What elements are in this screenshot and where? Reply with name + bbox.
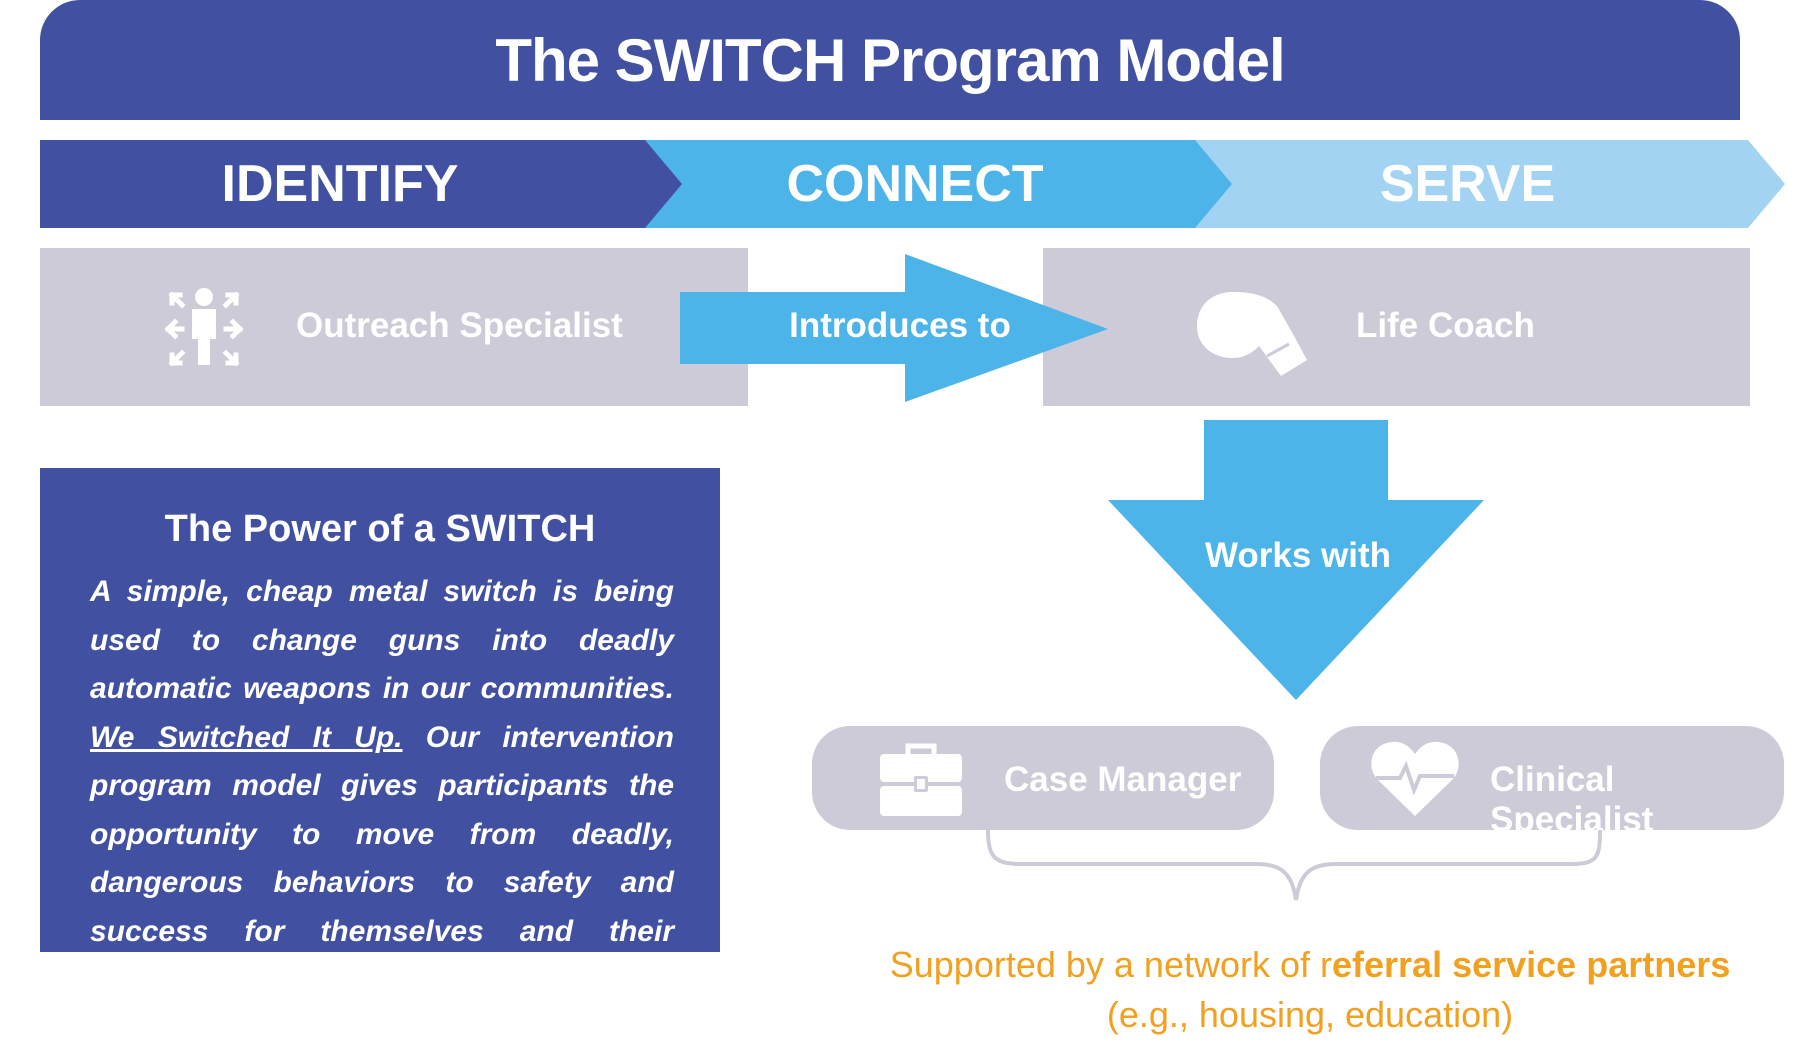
- works-with-label: Works with: [1204, 536, 1392, 575]
- outreach-specialist-box: Outreach Specialist: [40, 248, 748, 406]
- briefcase-icon: [880, 743, 962, 816]
- introduces-arrow: [680, 254, 1108, 402]
- power-text-outro: Our intervention program model gives par…: [90, 720, 675, 997]
- case-manager-box: Case Manager: [812, 726, 1274, 830]
- case-manager-label: Case Manager: [1004, 760, 1242, 799]
- support-text-plain: Supported by a network of r: [889, 944, 1332, 985]
- page-title: The SWITCH Program Model: [40, 0, 1740, 120]
- power-title: The Power of a SWITCH: [164, 508, 596, 550]
- support-line-2: (e.g., housing, education): [1106, 994, 1514, 1035]
- whistle-icon: [1197, 292, 1307, 376]
- support-line-1: Supported by a network of referral servi…: [820, 944, 1800, 986]
- we-switched-it-up-link[interactable]: We Switched It Up.: [90, 720, 403, 754]
- heart-pulse-icon: [1371, 741, 1459, 816]
- life-coach-label: Life Coach: [1356, 306, 1535, 345]
- stage-chevrons: [40, 140, 1785, 228]
- stage-identify-label: IDENTIFY: [221, 155, 459, 213]
- outreach-specialist-label: Outreach Specialist: [296, 306, 623, 345]
- power-of-switch-box: The Power of a SWITCH A simple, cheap me…: [40, 468, 720, 996]
- power-text-intro: A simple, cheap metal switch is being us…: [90, 575, 674, 705]
- clinical-specialist-box: Clinical Specialist: [1320, 726, 1784, 839]
- support-text-bold: eferral service partners: [1332, 944, 1731, 985]
- stage-connect-label: CONNECT: [786, 155, 1044, 213]
- works-with-arrow: [1108, 420, 1484, 700]
- chevron-serve: [1190, 140, 1785, 228]
- bracket-connector: [986, 830, 1602, 901]
- clinical-specialist-label: Clinical Specialist: [1490, 760, 1654, 839]
- life-coach-box: Life Coach: [1043, 248, 1750, 406]
- stage-serve-label: SERVE: [1379, 155, 1556, 213]
- person-arrows-icon: [164, 288, 244, 367]
- power-text: A simple, cheap metal switch is being us…: [90, 568, 674, 1005]
- introduces-label: Introduces to: [789, 306, 1011, 345]
- chevron-connect: [640, 140, 1232, 228]
- chevron-identify: [40, 140, 682, 228]
